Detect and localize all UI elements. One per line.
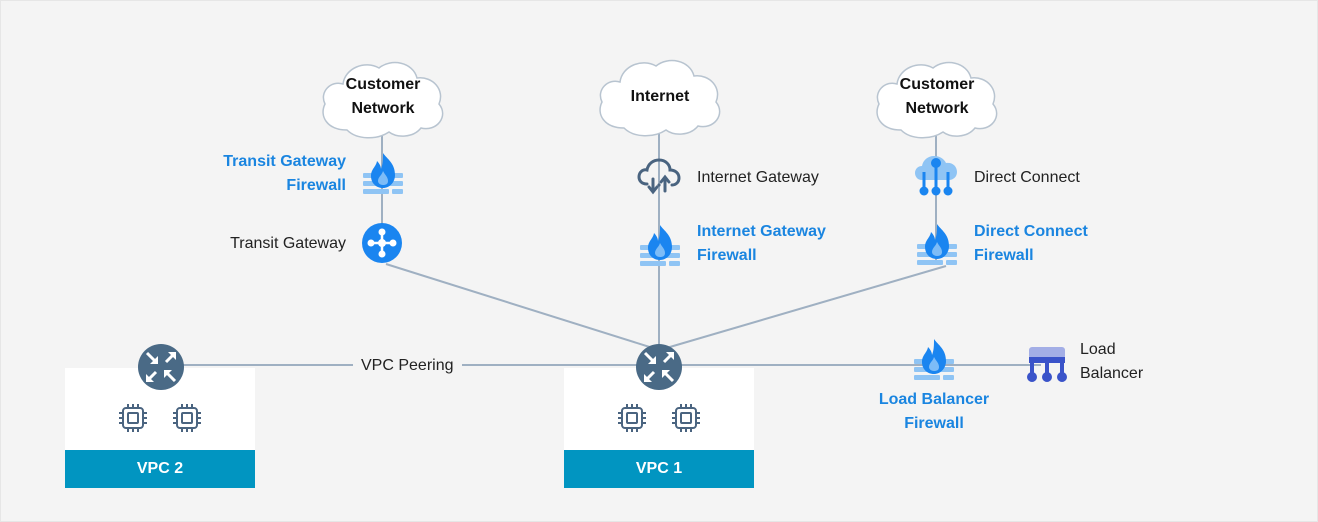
internet-gateway-icon[interactable]	[637, 158, 681, 196]
label-internet-gateway: Internet Gateway	[697, 169, 819, 186]
cloud-label-line: Customer	[899, 76, 975, 93]
cloud-label-line: Customer	[345, 76, 421, 93]
line-dcfw-to-vpc1	[662, 265, 947, 350]
label-line: Firewall	[974, 247, 1034, 264]
direct-connect-icon[interactable]	[914, 152, 958, 198]
router-icon[interactable]	[138, 344, 184, 390]
cloud-label-customer-network-left: Customer Network	[317, 73, 449, 121]
transit-gateway-icon[interactable]	[362, 223, 402, 263]
instance-icon	[618, 404, 646, 432]
instance-icon	[119, 404, 147, 432]
label-direct-connect-firewall: Direct Connect Firewall	[974, 220, 1088, 268]
label-load-balancer-firewall: Load Balancer Firewall	[863, 388, 1005, 436]
label-line: Firewall	[697, 247, 757, 264]
instance-icon	[173, 404, 201, 432]
label-line: Firewall	[904, 415, 964, 432]
label-line: Load	[1080, 341, 1116, 358]
router-icon[interactable]	[636, 344, 682, 390]
cloud-label-customer-network-right: Customer Network	[871, 73, 1003, 121]
label-line: Firewall	[286, 177, 346, 194]
label-line: Internet Gateway	[697, 223, 826, 240]
cloud-icon	[322, 61, 444, 139]
label-internet-gateway-firewall: Internet Gateway Firewall	[697, 220, 826, 268]
vpc-name-bar: VPC 2	[65, 450, 255, 488]
label-line: Load Balancer	[878, 391, 990, 408]
cloud-icon	[876, 61, 998, 139]
label-direct-connect: Direct Connect	[974, 169, 1080, 186]
label-load-balancer: Load Balancer	[1080, 338, 1143, 386]
cloud-label-line: Network	[905, 100, 969, 117]
firewall-icon	[917, 224, 957, 265]
label-transit-gateway-firewall: Transit Gateway Firewall	[201, 150, 346, 198]
load-balancer-icon[interactable]	[1026, 346, 1068, 384]
vpc-name-bar: VPC 1	[564, 450, 754, 488]
label-line: Transit Gateway	[223, 153, 346, 170]
cloud-label-line: Network	[351, 100, 415, 117]
firewall-icon	[640, 225, 680, 266]
label-line: Direct Connect	[974, 223, 1088, 240]
label-transit-gateway: Transit Gateway	[230, 235, 346, 252]
firewall-icon	[363, 153, 403, 194]
label-line: Balancer	[1080, 365, 1144, 382]
cloud-icon	[599, 59, 721, 137]
label-vpc-peering: VPC Peering	[353, 354, 462, 378]
firewall-icon	[914, 339, 954, 380]
line-tgw-to-vpc1	[385, 263, 657, 350]
cloud-label-internet: Internet	[630, 88, 690, 105]
instance-icon	[672, 404, 700, 432]
